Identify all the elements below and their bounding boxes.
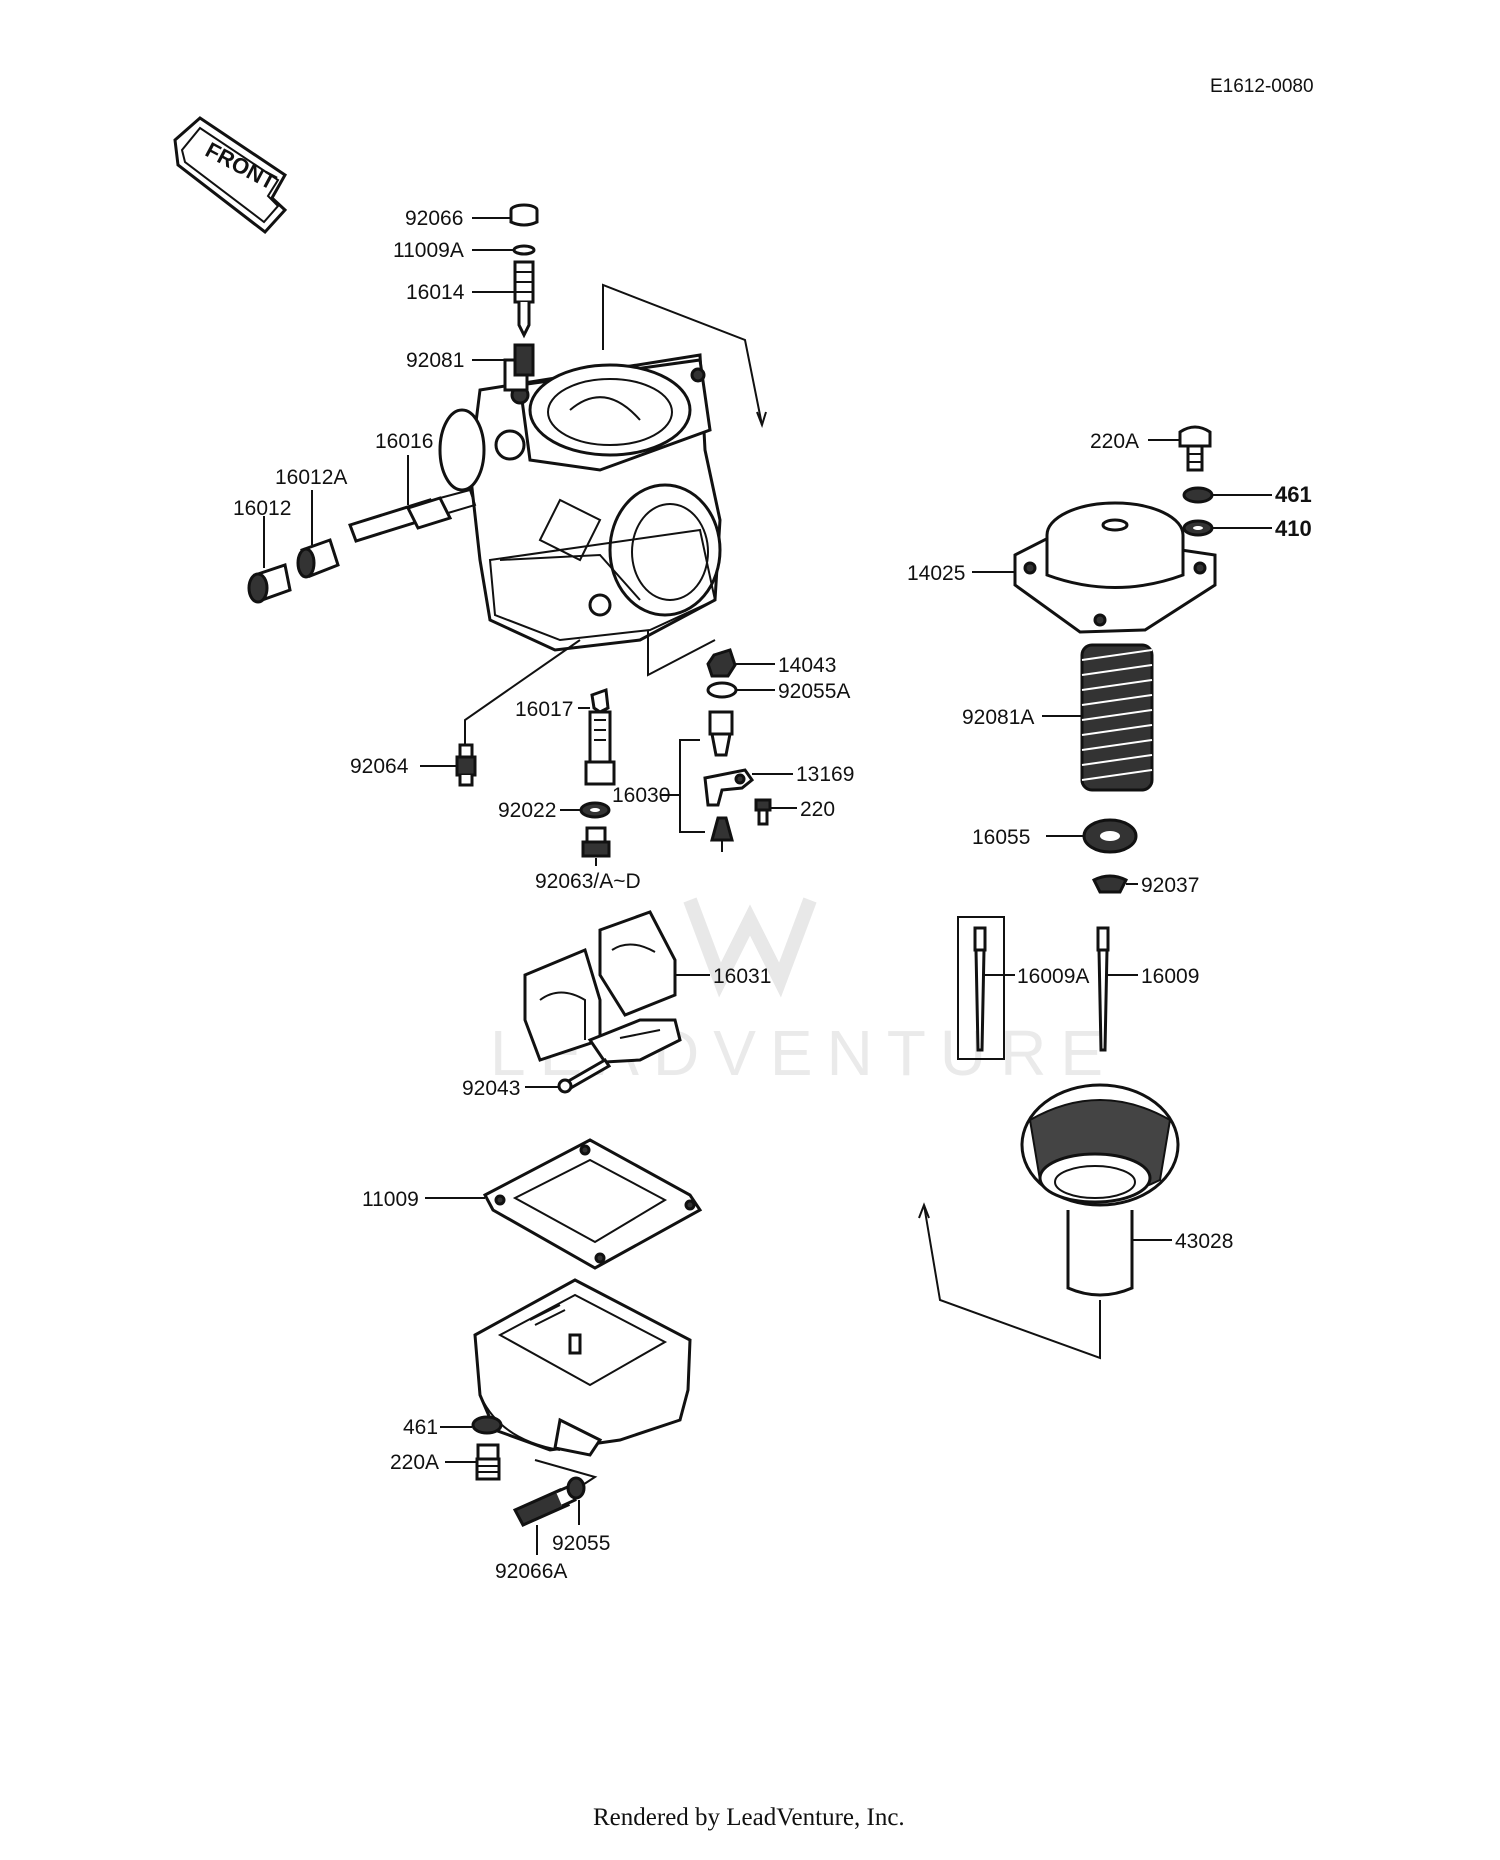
label-16016: 16016 (375, 430, 433, 453)
label-16009A: 16009A (1017, 965, 1089, 988)
part-16012A-icon (296, 538, 340, 579)
label-220A-bottom: 220A (390, 1451, 439, 1474)
label-11009: 11009 (362, 1188, 419, 1211)
part-16014-icon (513, 260, 535, 339)
part-43028-diaphragm-icon (1020, 1083, 1180, 1297)
part-92081-spring-icon (513, 343, 535, 377)
part-16012-icon (247, 563, 292, 604)
label-14025: 14025 (907, 562, 965, 585)
label-92081: 92081 (406, 349, 464, 372)
part-92037-clip-icon (1091, 874, 1129, 894)
bracket-drain (534, 1459, 598, 1491)
part-16009A-needle-icon (973, 926, 987, 1052)
part-92055A-icon (706, 681, 738, 699)
label-16031: 16031 (713, 965, 771, 988)
part-92063-icon (581, 826, 611, 858)
label-92081A: 92081A (962, 706, 1034, 729)
label-220A-top: 220A (1090, 430, 1139, 453)
part-16030-needle-icon (708, 710, 734, 757)
label-16017: 16017 (515, 698, 573, 721)
label-16030: 16030 (612, 784, 670, 807)
bracket-16030 (679, 739, 705, 833)
label-92043: 92043 (462, 1077, 520, 1100)
label-461-bottom: 461 (403, 1416, 438, 1439)
label-92066: 92066 (405, 207, 463, 230)
label-16055: 16055 (972, 826, 1030, 849)
leader-diaphragm (923, 1204, 1101, 1360)
label-16012A: 16012A (275, 466, 347, 489)
part-11009A-icon (512, 244, 536, 256)
label-461-top: 461 (1275, 482, 1312, 507)
part-16017-icon (584, 687, 616, 786)
part-16009-needle-icon (1096, 926, 1110, 1052)
float-bowl (473, 1278, 692, 1457)
label-92022: 92022 (498, 799, 556, 822)
part-220A-top-screw-icon (1178, 425, 1212, 472)
part-16031-float-icon (523, 910, 682, 1064)
part-92066-icon (509, 203, 539, 227)
carburetor-body (438, 353, 722, 652)
label-92063: 92063/A~D (535, 870, 641, 893)
part-16055-icon (1082, 818, 1138, 854)
part-92022-icon (579, 801, 611, 819)
part-13169-icon (703, 768, 755, 807)
label-92037: 92037 (1141, 874, 1199, 897)
part-14043-icon (706, 648, 737, 678)
front-arrow-icon: FRONT (173, 116, 288, 235)
footer-text: Rendered by LeadVenture, Inc. (593, 1804, 905, 1831)
label-16012: 16012 (233, 497, 291, 520)
label-13169: 13169 (796, 763, 854, 786)
label-14043: 14043 (778, 654, 836, 677)
label-11009A: 11009A (393, 239, 464, 262)
leader-arrow-head (756, 411, 767, 429)
leader-body-to-cover (602, 283, 763, 426)
part-410-washer-icon (1182, 519, 1214, 537)
part-92064-icon (455, 743, 477, 787)
label-92066A: 92066A (495, 1560, 567, 1583)
leader-body-to-92064 (464, 639, 581, 745)
part-92066A-drain-screw-icon (512, 1483, 577, 1527)
part-92081A-spring-icon (1080, 643, 1154, 792)
label-92055A: 92055A (778, 680, 850, 703)
part-16030-valve-icon (710, 816, 734, 852)
part-92055-oring-icon (566, 1476, 586, 1500)
part-461-bottom-washer-icon (471, 1415, 503, 1435)
leader-diaphragm-arrow (918, 1202, 930, 1219)
label-92064: 92064 (350, 755, 409, 778)
label-220: 220 (800, 798, 835, 821)
box-16009A (957, 916, 1005, 1060)
label-16014: 16014 (406, 281, 465, 304)
part-14025-top-cover-icon (1013, 501, 1217, 634)
leader-body-bracket (647, 630, 716, 677)
part-92043-pin-icon (557, 1057, 612, 1094)
label-410: 410 (1275, 516, 1312, 541)
part-16016-icon (348, 488, 477, 543)
part-461-top-washer-icon (1182, 486, 1214, 504)
label-16009: 16009 (1141, 965, 1199, 988)
label-43028: 43028 (1175, 1230, 1233, 1253)
part-220-screw-icon (754, 798, 772, 826)
part-220A-bottom-screw-icon (475, 1443, 501, 1481)
diagram-code: E1612-0080 (1210, 76, 1314, 97)
part-11009-gasket-icon (482, 1138, 703, 1270)
label-92055: 92055 (552, 1532, 610, 1555)
